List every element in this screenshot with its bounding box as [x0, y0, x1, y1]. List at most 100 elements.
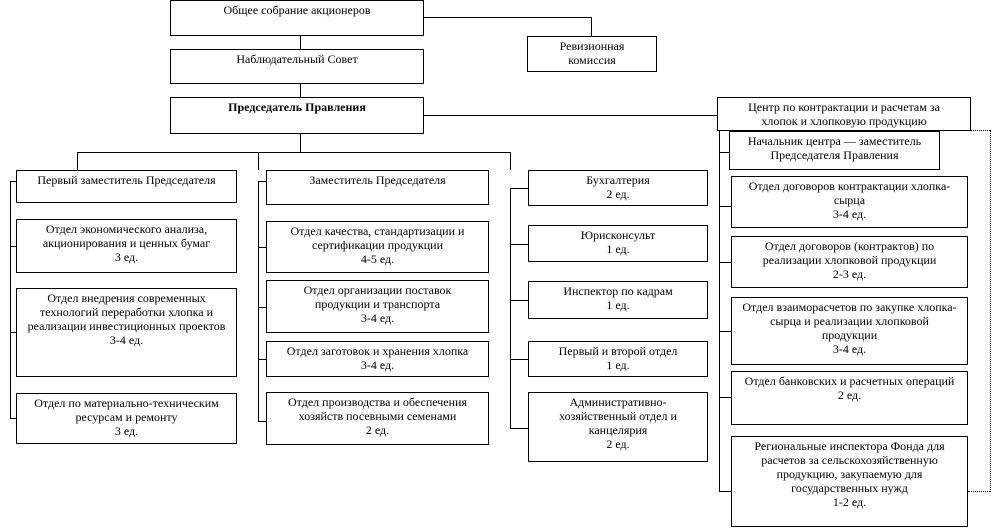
box-text-line: Отдел банковских и расчетных операций: [744, 374, 955, 388]
box-text-line: 2 ед.: [606, 187, 630, 201]
box-text-line: Отдел организации поставок: [303, 283, 452, 297]
supervisory-board-box: Наблюдательный Совет: [170, 49, 424, 84]
box-text-line: Председателя Правления: [770, 148, 899, 162]
box-text-line: Отдел взаиморасчетов по закупке хлопка-: [742, 300, 957, 314]
box-text-line: 3-4 ед.: [109, 333, 144, 347]
hr-inspector-box: Инспектор по кадрам 1 ед.: [528, 281, 708, 319]
dotted-connector-line: [968, 491, 990, 492]
box-text-line: 1 ед.: [606, 242, 630, 256]
connector-line: [510, 428, 528, 429]
box-text-line: Общее собрание акционеров: [223, 3, 371, 17]
box-text-line: хозяйств посевными семенами: [298, 409, 457, 423]
box-text-line: Председатель Правления: [228, 100, 366, 114]
department-box: Отдел экономического анализа, акциониров…: [16, 219, 237, 273]
connector-line: [510, 244, 528, 245]
dotted-connector-line: [990, 130, 991, 492]
box-text-line: Отдел договоров (контрактов) по: [764, 239, 935, 253]
box-text-line: Отдел договоров контрактации хлопка-: [748, 179, 951, 193]
box-text-line: сырца: [833, 193, 866, 207]
box-text-line: сертификации продукции: [311, 238, 444, 252]
department-box: Отдел внедрения современных технологий п…: [16, 288, 237, 377]
connector-line: [258, 247, 266, 248]
box-text-line: продукции и транспорта: [314, 297, 441, 311]
connector-line: [10, 181, 16, 182]
box-text-line: реализации хлопковой продукции: [762, 253, 937, 267]
box-text-line: 3-4 ед.: [360, 311, 395, 325]
contracting-center-box: Центр по контрактации и расчетам за хлоп…: [717, 97, 971, 131]
shareholders-meeting-box: Общее собрание акционеров: [170, 0, 424, 36]
box-text-line: Центр по контрактации и расчетам за: [748, 100, 940, 114]
connector-line: [719, 152, 729, 153]
connector-line: [510, 188, 528, 189]
box-text-line: Отдел по материально-техническим: [34, 396, 219, 410]
box-text-line: 3 ед.: [114, 250, 139, 264]
department-box: Отдел заготовок и хранения хлопка 3-4 ед…: [266, 341, 489, 377]
box-text-line: реализации инвестиционных проектов: [27, 319, 226, 333]
box-text-line: продукции: [821, 328, 878, 342]
connector-line: [10, 332, 16, 333]
box-text-line: Отдел внедрения современных: [47, 291, 206, 305]
department-box: Отдел по материально-техническим ресурса…: [16, 393, 237, 444]
box-text-line: акционирования и ценных бумаг: [42, 236, 211, 250]
connector-line: [10, 181, 11, 418]
box-text-line: Первый и второй отдел: [558, 344, 678, 358]
box-text-line: Инспектор по кадрам: [563, 284, 673, 298]
connector-line: [719, 397, 731, 398]
connector-line: [258, 181, 259, 421]
box-text-line: 4-5 ед.: [360, 252, 395, 266]
legal-counsel-box: Юрисконсульт 1 ед.: [528, 225, 708, 262]
connector-line: [77, 152, 510, 153]
connector-line: [719, 331, 731, 332]
box-text-line: 1-2 ед.: [832, 495, 867, 509]
box-text-line: 3-4 ед.: [832, 207, 867, 221]
connector-line: [510, 152, 511, 170]
box-text-line: Юрисконсульт: [580, 228, 656, 242]
connector-line: [258, 359, 266, 360]
box-text-line: хлопок и хлопковую продукцию: [761, 114, 927, 128]
box-text-line: 2 ед.: [837, 388, 862, 402]
box-text-line: государственных нужд: [791, 481, 908, 495]
box-text-line: Бухгалтерия: [586, 173, 650, 187]
box-text-line: расчетов за сельскохозяйственную: [761, 453, 938, 467]
box-text-line: 3-4 ед.: [360, 358, 395, 372]
box-text-line: Отдел заготовок и хранения хлопка: [286, 344, 469, 358]
connector-line: [719, 491, 731, 492]
connector-line: [258, 181, 266, 182]
connector-line: [424, 17, 592, 18]
center-dept-box: Отдел договоров (контрактов) по реализац…: [731, 236, 968, 288]
connector-line: [300, 84, 301, 97]
box-text-line: Отдел производства и обеспечения: [288, 395, 467, 409]
administrative-department-box: Административно- хозяйственный отдел и к…: [528, 392, 708, 462]
box-text-line: технологий переработки хлопка и: [39, 305, 214, 319]
box-text-line: продукцию, закупаемую для: [776, 467, 923, 481]
deputy-chairman-box: Заместитель Председателя: [266, 170, 489, 205]
connector-line: [510, 359, 528, 360]
box-text-line: ресурсам и ремонту: [75, 410, 178, 424]
connector-line: [258, 152, 259, 170]
connector-line: [510, 188, 511, 428]
box-text-line: 2-3 ед.: [832, 267, 867, 281]
box-text-line: Начальник центра — заместитель: [747, 134, 922, 148]
box-text-line: Административно-: [569, 395, 667, 409]
box-text-line: Региональные инспектора Фонда для: [754, 439, 945, 453]
box-text-line: Заместитель Председателя: [309, 173, 446, 187]
connector-line: [258, 421, 266, 422]
box-text-line: 3-4 ед.: [832, 342, 867, 356]
box-text-line: 3 ед.: [114, 424, 139, 438]
department-box: Отдел производства и обеспечения хозяйст…: [266, 392, 489, 445]
connector-line: [10, 418, 16, 419]
connector-line: [77, 152, 78, 170]
connector-line: [300, 36, 301, 49]
department-box: Отдел качества, стандартизации и сертифи…: [266, 221, 489, 273]
connector-line: [591, 17, 592, 36]
connector-line: [719, 262, 731, 263]
first-second-department-box: Первый и второй отдел 1 ед.: [528, 341, 708, 377]
box-text-line: 1 ед.: [606, 358, 630, 372]
connector-line: [719, 130, 720, 492]
connector-line: [258, 307, 266, 308]
box-text-line: Наблюдательный Совет: [236, 52, 358, 66]
box-text-line: Первый заместитель Председателя: [37, 173, 216, 187]
accounting-box: Бухгалтерия 2 ед.: [528, 170, 708, 206]
connector-line: [719, 206, 731, 207]
department-box: Отдел организации поставок продукции и т…: [266, 280, 489, 333]
